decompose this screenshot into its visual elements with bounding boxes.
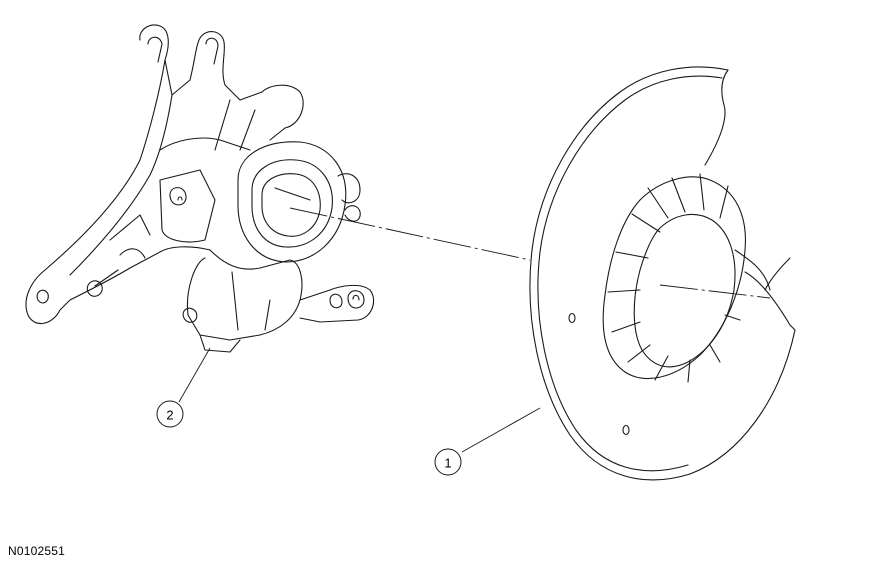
mounting-hole: [622, 424, 630, 436]
leader-line-1: [461, 407, 541, 453]
alignment-axis: [289, 207, 771, 299]
callout-2-number: 2: [166, 408, 173, 423]
wheel-knuckle: [25, 24, 375, 353]
brake-disc-shield: [529, 66, 796, 481]
leader-lines: [178, 347, 541, 453]
callout-1: 1: [434, 448, 462, 476]
leader-line-2: [178, 347, 211, 403]
figure-id: N0102551: [8, 544, 65, 558]
callout-1-number: 1: [444, 456, 451, 471]
callout-2: 2: [156, 400, 184, 428]
mounting-hole: [568, 312, 576, 324]
